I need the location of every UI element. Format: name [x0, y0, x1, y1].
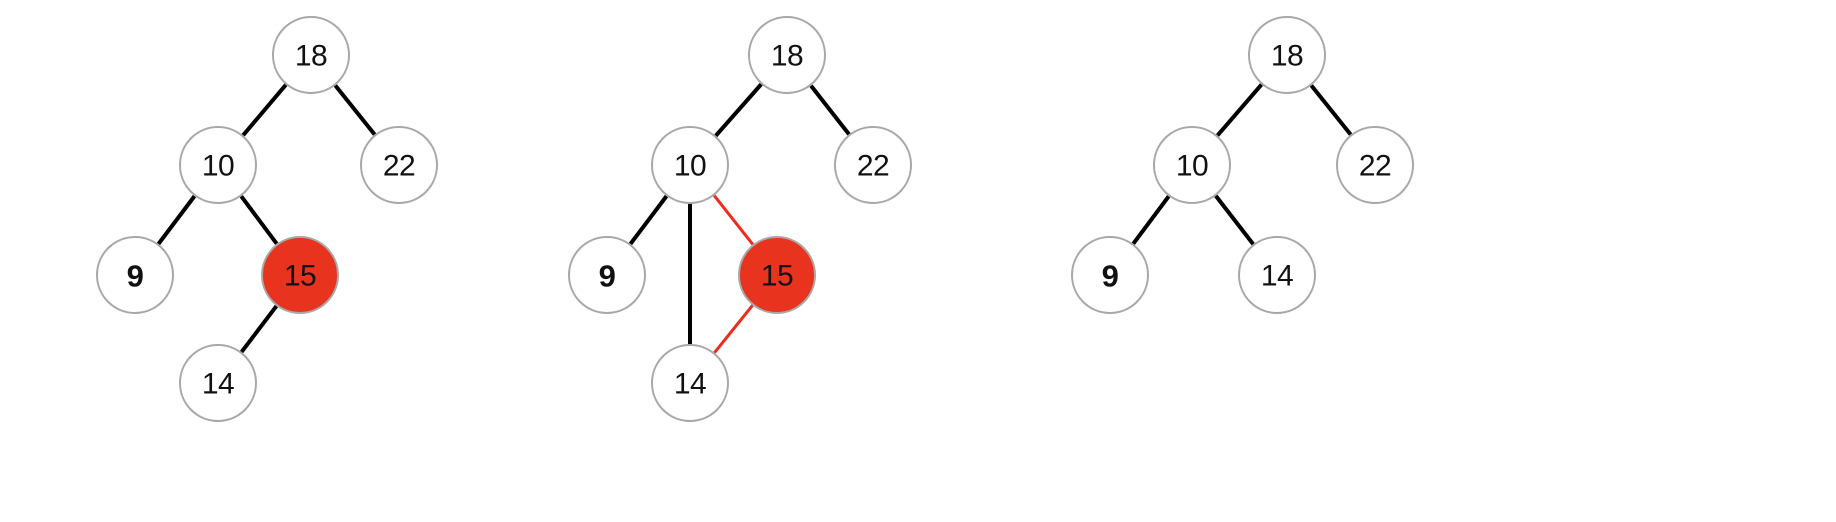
tree-node-18[interactable]: 18 — [1248, 16, 1326, 94]
node-label: 10 — [674, 150, 706, 183]
panel-before-nodes: 18 10 22 9 15 14 — [96, 16, 438, 422]
node-circle[interactable] — [96, 236, 174, 314]
tree-node-22[interactable]: 22 — [360, 126, 438, 204]
panel-during-nodes: 18 10 22 9 15 14 — [568, 16, 912, 422]
tree-edge-10-9 — [628, 194, 669, 246]
node-circle[interactable] — [568, 236, 646, 314]
node-label: 9 — [127, 259, 144, 294]
tree-node-9[interactable]: 9 — [1071, 236, 1149, 314]
tree-node-14[interactable]: 14 — [179, 344, 257, 422]
node-circle[interactable] — [360, 126, 438, 204]
panel-during-edges — [628, 82, 851, 354]
node-circle[interactable] — [1071, 236, 1149, 314]
panel-after-nodes: 18 10 22 9 14 — [1071, 16, 1414, 314]
node-label: 10 — [202, 150, 234, 183]
node-label: 15 — [761, 260, 793, 293]
node-circle-highlighted[interactable] — [738, 236, 816, 314]
node-label: 22 — [1359, 150, 1391, 183]
tree-node-22[interactable]: 22 — [834, 126, 912, 204]
node-label: 14 — [1261, 260, 1293, 293]
tree-node-14[interactable]: 14 — [1238, 236, 1316, 314]
tree-node-10[interactable]: 10 — [1153, 126, 1231, 204]
tree-node-10[interactable]: 10 — [651, 126, 729, 204]
node-label: 9 — [1102, 259, 1119, 294]
tree-edge-18-22 — [809, 84, 851, 136]
node-circle[interactable] — [651, 126, 729, 204]
tree-node-9[interactable]: 9 — [568, 236, 646, 314]
tree-edge-10-14 — [1214, 194, 1255, 246]
node-label: 18 — [771, 40, 803, 73]
node-circle[interactable] — [1153, 126, 1231, 204]
tree-edge-18-10 — [241, 83, 288, 137]
tree-node-18[interactable]: 18 — [272, 16, 350, 94]
tree-edge-10-9 — [156, 194, 197, 246]
edges-layer — [156, 82, 1353, 354]
tree-node-15[interactable]: 15 — [738, 236, 816, 314]
panel-after-edges — [1131, 83, 1353, 246]
tree-edge-10-15 — [239, 195, 279, 245]
tree-edge-10-9 — [1131, 195, 1171, 245]
tree-edge-18-22 — [1309, 84, 1353, 136]
node-label: 22 — [857, 150, 889, 183]
tree-node-9[interactable]: 9 — [96, 236, 174, 314]
node-circle[interactable] — [179, 344, 257, 422]
nodes-layer: 18 10 22 9 15 14 18 10 22 9 15 14 18 10 22 9 14 — [96, 16, 1414, 422]
node-label: 10 — [1176, 150, 1208, 183]
node-circle[interactable] — [272, 16, 350, 94]
tree-edge-18-10 — [714, 82, 763, 138]
tree-node-14[interactable]: 14 — [651, 344, 729, 422]
tree-edge-15-14 — [239, 304, 279, 354]
node-circle[interactable] — [179, 126, 257, 204]
node-circle[interactable] — [748, 16, 826, 94]
panel-before-edges — [156, 83, 377, 354]
node-label: 18 — [1271, 40, 1303, 73]
tree-node-22[interactable]: 22 — [1336, 126, 1414, 204]
node-label: 18 — [295, 40, 327, 73]
node-label: 14 — [674, 368, 706, 401]
tree-edge-10-15 — [713, 194, 754, 246]
node-circle[interactable] — [651, 344, 729, 422]
node-label: 15 — [284, 260, 316, 293]
node-circle[interactable] — [1248, 16, 1326, 94]
node-label: 22 — [383, 150, 415, 183]
node-circle-highlighted[interactable] — [261, 236, 339, 314]
node-circle[interactable] — [1238, 236, 1316, 314]
tree-edge-15-14 — [713, 304, 754, 354]
tree-node-18[interactable]: 18 — [748, 16, 826, 94]
node-circle[interactable] — [834, 126, 912, 204]
tree-node-15[interactable]: 15 — [261, 236, 339, 314]
node-label: 14 — [202, 368, 234, 401]
tree-edge-18-22 — [333, 84, 377, 136]
node-circle[interactable] — [1336, 126, 1414, 204]
tree-node-10[interactable]: 10 — [179, 126, 257, 204]
tree-edge-18-10 — [1215, 83, 1264, 137]
node-label: 9 — [599, 259, 616, 294]
